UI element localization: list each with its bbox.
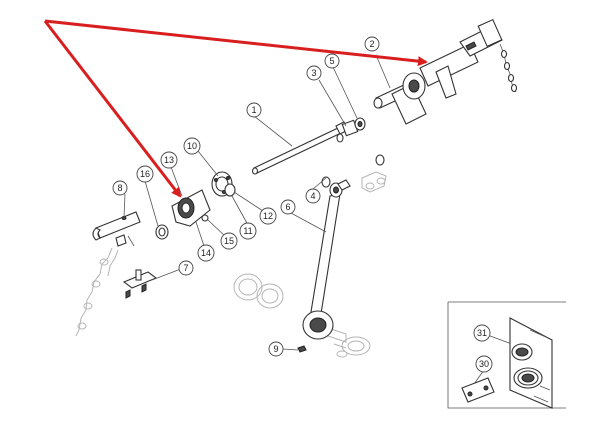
gear-shaft-part-2 <box>373 18 518 125</box>
clamp-part-7 <box>122 269 158 299</box>
bushing-parts-3-5 <box>341 117 385 166</box>
hub-assembly-parts-10-15 <box>171 171 236 227</box>
leader-lines <box>123 54 513 385</box>
callout-bubbles: 1 2 3 5 4 6 7 8 <box>112 36 493 373</box>
svg-text:8: 8 <box>117 183 122 193</box>
svg-text:9: 9 <box>273 344 278 354</box>
red-arrow-to-hub <box>43 20 182 198</box>
ghost-parts <box>75 171 387 358</box>
callout-13: 13 <box>160 151 178 169</box>
callout-11: 11 <box>239 222 257 240</box>
callout-1: 1 <box>246 102 262 118</box>
bracket-part-8 <box>92 211 141 247</box>
red-arrow-to-gear-shaft <box>44 19 428 67</box>
arm-part-6 <box>302 179 351 340</box>
callout-2: 2 <box>364 36 380 52</box>
callout-4: 4 <box>305 188 321 204</box>
callout-6: 6 <box>280 199 296 215</box>
svg-text:30: 30 <box>479 359 489 369</box>
svg-text:15: 15 <box>224 236 234 246</box>
callout-15: 15 <box>220 232 238 250</box>
svg-text:3: 3 <box>311 68 316 78</box>
svg-text:16: 16 <box>140 169 150 179</box>
svg-text:6: 6 <box>285 202 290 212</box>
callout-8: 8 <box>112 180 128 196</box>
svg-text:1: 1 <box>251 105 256 115</box>
callout-9: 9 <box>268 341 284 357</box>
svg-text:7: 7 <box>183 263 188 273</box>
highlight-arrows <box>43 19 428 198</box>
callout-3: 3 <box>306 65 322 81</box>
callout-16: 16 <box>136 165 154 183</box>
svg-text:12: 12 <box>263 211 273 221</box>
svg-text:14: 14 <box>201 248 211 258</box>
callout-7: 7 <box>178 260 194 276</box>
callout-31: 31 <box>473 324 491 342</box>
svg-text:10: 10 <box>187 141 197 151</box>
shaft-part-1 <box>251 121 349 175</box>
callout-30: 30 <box>475 355 493 373</box>
svg-text:2: 2 <box>369 39 374 49</box>
callout-14: 14 <box>197 244 215 262</box>
svg-text:31: 31 <box>477 328 487 338</box>
svg-text:4: 4 <box>310 191 315 201</box>
nut-part-9 <box>297 345 307 353</box>
callout-5: 5 <box>324 53 340 69</box>
inset-detail-box <box>447 301 566 409</box>
svg-text:11: 11 <box>243 226 252 236</box>
svg-text:5: 5 <box>329 56 334 66</box>
ring-part-16 <box>155 224 169 240</box>
svg-text:13: 13 <box>164 155 174 165</box>
callout-12: 12 <box>259 207 277 225</box>
callout-10: 10 <box>183 137 201 155</box>
